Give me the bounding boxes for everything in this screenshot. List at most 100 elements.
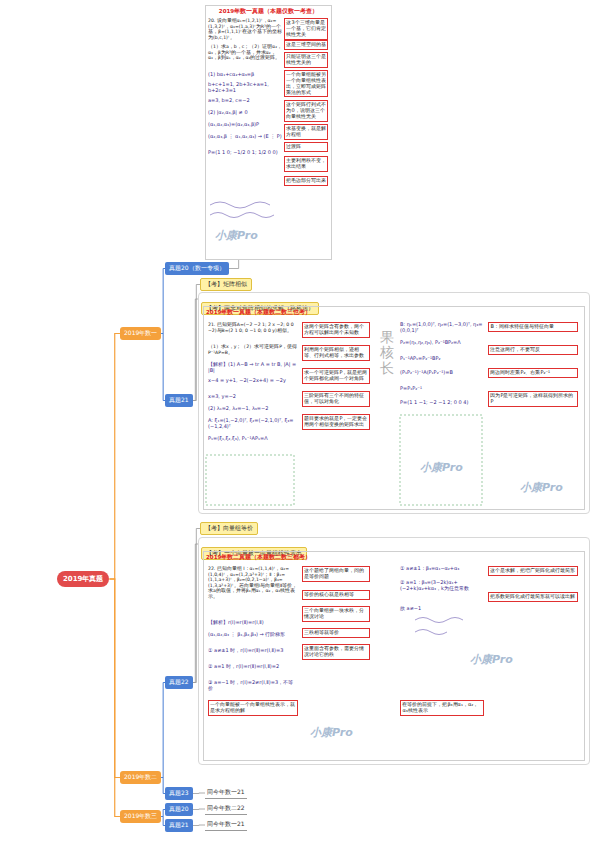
node-text: 2019年数一 — [124, 329, 157, 338]
node-text: 这个题给了两组向量，问的是等价问题 — [304, 568, 368, 580]
math-line: x=3, y=−2 — [208, 394, 298, 400]
math-line: P₂=(η₁,η₂,η₃), P₂⁻¹BP₂=Λ — [400, 340, 484, 346]
node-text: 同今年数一21 — [207, 788, 245, 797]
watermark: 小康Pro — [520, 480, 563, 495]
node-text: 只能证明这三个是线性无关的 — [286, 54, 326, 66]
node-text: 2019年数一真题（本题仅数一考查） — [208, 8, 329, 15]
math-line: A: ξ₁=(1,−2,0)ᵀ, ξ₂=(−2,1,0)ᵀ, ξ₃=(−1,2,… — [208, 418, 298, 430]
math-line: (α₂,α₃,β ⋮ α₁,α₂,α₃) → (E ⋮ P) — [208, 134, 282, 140]
note-callout: 一个向量组能被另一个向量组线性表出，立即写成矩阵乘法的形式 — [284, 70, 328, 97]
math-line: P₁⁻¹AP₁=P₂⁻¹BP₂ — [400, 356, 484, 362]
node-text: 真题20（数一专项） — [169, 264, 225, 273]
reference-note: 同今年数一21 — [205, 819, 247, 831]
math-line: (2) λ₁=2, λ₂=−1, λ₃=−2 — [208, 406, 298, 412]
branch-connector — [161, 334, 165, 401]
branch-connector — [109, 334, 120, 580]
watermark: 小康Pro — [420, 460, 463, 475]
solution-panel: 2019年数一真题（本题仅数一考查）这3个三维向量是一个基，它们肯定线性无关这是… — [205, 5, 332, 260]
note-callout: 只能证明这三个是线性无关的 — [284, 52, 328, 68]
note-callout: 题目要求的就是P，一定要会用两个相似变换的矩阵求出 — [302, 414, 370, 430]
node-text: 【考】矩阵相似 — [205, 280, 247, 289]
math-line: B: η₁=(1,0,0)ᵀ, η₂=(1,−3,0)ᵀ, η₃=(0,0,1)… — [400, 322, 484, 334]
math-line: a=3, b=2, c=−2 — [208, 98, 282, 104]
note-callout: 三个向量组拼一块求秩，分情况讨论 — [302, 606, 370, 622]
note-callout: 求基变换，就是解方程组 — [284, 124, 328, 140]
note-callout: 把毛边部分写出来 — [284, 176, 328, 186]
node-text: 求基变换，就是解方程组 — [286, 126, 326, 138]
node-text: 真题22 — [169, 678, 189, 687]
note-callout: 这是三维空间的基 — [284, 40, 328, 50]
node-text: 因为P是可逆矩阵，这样就得到所求的P — [490, 393, 576, 405]
problem-text: 20. 设向量组α₁=(1,2,1)ᵀ，α₂=(1,3,2)ᵀ，α₃=(1,a,… — [208, 18, 282, 40]
math-line: ③ a=−1 时，r(Ⅰ)=2≠r(Ⅰ,Ⅱ)=3，不等价 — [208, 680, 298, 692]
topic-box: 【考】向量组等价 — [200, 522, 258, 535]
watermark: 小康Pro — [215, 228, 258, 243]
node-text: B：同样求特征值与特征向量 — [490, 324, 576, 330]
node-text: 2019年数三 — [124, 812, 157, 821]
math-line: 【解析】(1) A∼B ⇒ tr A = tr B, |A| = |B| — [208, 362, 298, 374]
dashed-frame — [206, 455, 294, 505]
math-line: b+c+1=1, 2b+3c+a=1, b+2c+3=1 — [208, 82, 282, 94]
node-text: 题目要求的就是P，一定要会用两个相似变换的矩阵求出 — [304, 416, 368, 428]
node-text: 在等价的前提下，把β₃用α₁，α₂，α₃线性表示 — [402, 702, 482, 714]
watermark: 小康Pro — [470, 652, 513, 667]
note-callout: 注意这两行，不要写反 — [488, 345, 578, 355]
node-text: 同今年数二22 — [207, 804, 245, 813]
node-text: 真题23 — [169, 789, 189, 798]
handwriting-stroke — [210, 213, 274, 218]
node-text: 两边同时左乘P₂、右乘P₂⁻¹ — [490, 370, 576, 376]
math-line: ① a≠±1 时，r(Ⅰ)=r(Ⅱ)=r(Ⅰ,Ⅱ)=3 — [208, 648, 298, 654]
dashed-frame — [400, 415, 482, 505]
branch-box: 2019年数三 — [120, 810, 161, 823]
solution-panel: 2019年数一真题（本题数二数三也考） 这两个矩阵含有参数，两个方程可以解出两个未… — [203, 306, 585, 510]
branch-box: 2019年数一 — [120, 327, 161, 340]
note-callout: 三阶矩阵有三个不同的特征值，可以对角化 — [302, 391, 370, 407]
question-box: 真题20 — [165, 803, 193, 816]
question-box: 真题20（数一专项） — [165, 262, 229, 275]
node-text: 这个矩阵行列式不为0，说明这三个向量线性无关 — [286, 102, 326, 119]
branch-connector — [193, 825, 205, 827]
note-callout: 这两个矩阵含有参数，两个方程可以解出两个未知数 — [302, 322, 370, 338]
watermark: 果核长 — [380, 330, 394, 376]
node-text: 等价的核心就是秩相等 — [304, 592, 368, 598]
topic-frame: 【考】一个向量被一向量组线性表出2019年数二真题（本题数二数三都考）这个题给了… — [198, 537, 590, 765]
math-line: (1) bα₁+cα₂+α₃=β — [208, 72, 282, 78]
node-text: 过渡阵 — [286, 144, 326, 150]
node-text: 这是三维空间的基 — [286, 42, 326, 48]
note-callout: 这里面含有参数，需要分情况讨论它的秩 — [302, 644, 370, 660]
note-callout: 这个题给了两组向量，问的是等价问题 — [302, 566, 370, 582]
node-text: 一个向量能被一个向量组线性表示，就是求方程组的解 — [210, 702, 296, 714]
handwriting-stroke — [210, 202, 270, 208]
note-callout: 这个是求解，把增广矩阵化成行最简形 — [488, 566, 578, 576]
node-text: 主要利用秩不变，求出结果 — [286, 158, 326, 170]
node-text: 这两个矩阵含有参数，两个方程可以解出两个未知数 — [304, 324, 368, 336]
math-line: P=P₁P₂⁻¹ — [400, 386, 484, 392]
handwriting-stroke — [415, 630, 447, 635]
math-line: P=(1 1 0; −1/2 0 1; 1/2 0 0) — [208, 150, 282, 156]
node-text: 这个是求解，把增广矩阵化成行最简形 — [490, 568, 576, 574]
branch-connector — [161, 269, 165, 334]
problem-text: 22. 已知向量组 Ⅰ：α₁=(1,1,4)ᵀ，α₂=(1,0,4)ᵀ，α₃=(… — [208, 566, 298, 599]
solution-panel: 2019年数二真题（本题数二数三都考） 这个题给了两组向量，问的是等价问题等价的核… — [203, 551, 585, 761]
panel-decoration — [206, 202, 482, 635]
node-text: 这里面含有参数，需要分情况讨论它的秩 — [304, 646, 368, 658]
node-text: 真题21 — [169, 396, 189, 405]
node-text: 2019年数一真题（本题数二数三也考） — [206, 309, 582, 316]
math-line: P₁=(ξ₁,ξ₂,ξ₃), P₁⁻¹AP₁=Λ — [208, 436, 298, 442]
question-box: 真题21 — [165, 394, 193, 407]
node-text: 把系数矩阵化成行最简形就可以读出解 — [490, 594, 576, 600]
branch-connector — [193, 793, 205, 795]
question-box: 真题21 — [165, 819, 193, 832]
root-topic: 2019年真题 — [57, 571, 109, 587]
reference-note: 同今年数二22 — [205, 803, 247, 815]
node-text: 2019年数二 — [124, 773, 157, 782]
topic-frame: 【考】两非对角阵相似的求解（路桥法）2019年数一真题（本题数二数三也考）这两个… — [198, 292, 590, 514]
note-callout: 在等价的前提下，把β₃用α₁，α₂，α₃线性表示 — [400, 700, 484, 716]
node-text: 【考】向量组等价 — [205, 524, 253, 533]
node-text: 2019年数二真题（本题数二数三都考） — [206, 554, 582, 561]
node-text: 注意这两行，不要写反 — [490, 347, 576, 353]
problem-text: （1）求x，y；（2）求可逆矩阵P，使得P⁻¹AP=B。 — [208, 344, 298, 355]
note-callout: 过渡阵 — [284, 142, 328, 152]
handwriting-stroke — [415, 618, 463, 623]
math-line: (P₁P₂⁻¹)⁻¹A(P₁P₂⁻¹)=B — [400, 370, 484, 376]
